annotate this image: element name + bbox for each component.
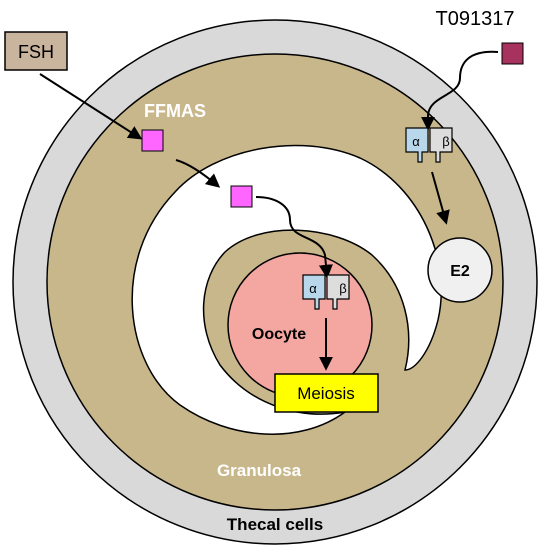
thecal-label: Thecal cells [227, 515, 323, 534]
ffmas-square-1 [141, 129, 164, 152]
granulosa-label: Granulosa [217, 461, 302, 480]
receptor-outer-alpha: α [412, 134, 420, 149]
fsh-box [4, 31, 68, 71]
arrow-fsh-to-ffmas [39, 73, 143, 140]
receptor-inner-alpha: α [309, 281, 317, 296]
arrow-t091317-to-receptor-outer [421, 50, 499, 131]
receptor-outer-beta: β [442, 134, 449, 149]
ffmas-square-2 [230, 185, 253, 208]
e2-label: E2 [450, 263, 470, 280]
receptor-outer-icon: α β [405, 127, 453, 163]
antrum-cavity [131, 144, 442, 435]
arrow-ffmas-to-antrum [175, 159, 221, 188]
fsh-label: FSH [18, 42, 54, 62]
meiosis-label: Meiosis [297, 384, 355, 403]
t091317-label: T091317 [436, 8, 515, 30]
arrow-ffmas-to-receptor-inner [255, 196, 333, 279]
meiosis-box [274, 373, 379, 413]
t091317-square [501, 42, 524, 65]
ffmas-label: FFMAS [144, 101, 206, 121]
arrow-receptor-to-e2 [431, 171, 450, 225]
oocyte-label: Oocyte [252, 326, 306, 343]
receptor-inner-beta: β [339, 281, 346, 296]
receptor-inner-icon: α β [302, 274, 350, 310]
e2-circle [427, 237, 493, 303]
